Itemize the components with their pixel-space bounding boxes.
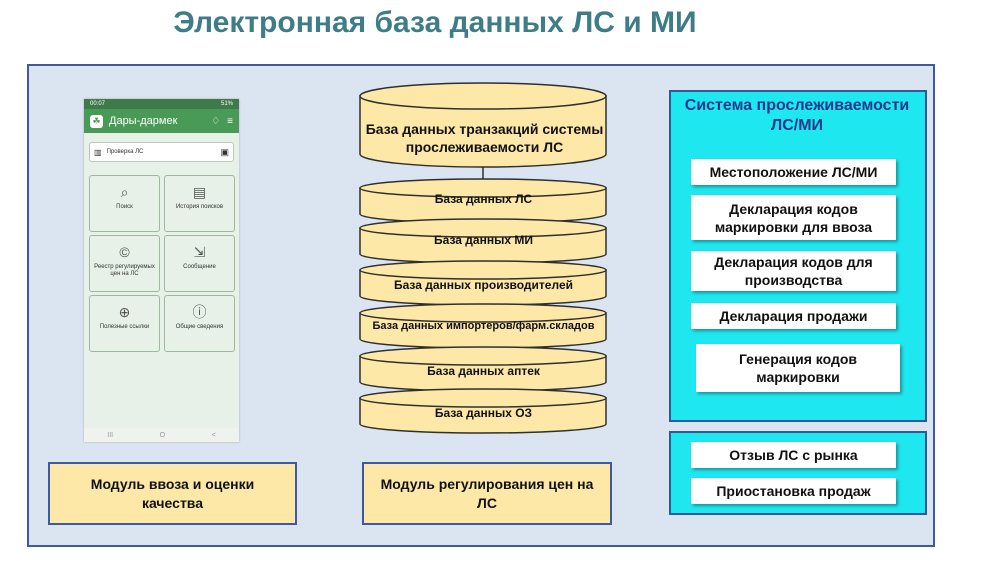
import-module-label: Модуль ввоза и оценки качества	[90, 475, 255, 511]
app-content: ▥ Проверка ЛС ▣ ⌕ Поиск ▤ История поисков © Р…	[84, 133, 239, 428]
database-layer-label: База данных аптек	[427, 364, 540, 378]
import-quality-module: Модуль ввоза и оценки качества	[48, 462, 297, 525]
status-time: 00:07	[90, 101, 106, 107]
check-ls-label: Проверка ЛС	[106, 149, 144, 155]
check-ls-field[interactable]: ▥ Проверка ЛС ▣	[89, 142, 234, 162]
database-layer-3	[359, 260, 607, 306]
database-layer-6-top	[359, 388, 607, 408]
code-generation-box: Генерация кодов маркировки	[696, 344, 900, 392]
status-battery: 51%	[220, 101, 233, 107]
app-tile-3[interactable]: © Реестр регулируемых цен на ЛС	[89, 235, 160, 292]
location-box: Местоположение ЛС/МИ	[691, 159, 896, 185]
tile-label: Реестр регулируемых цен на ЛС	[94, 264, 155, 277]
database-layer-4	[359, 303, 607, 349]
transactions-database-cylinder-top	[359, 82, 607, 110]
tile-label: Общие сведения	[175, 324, 224, 330]
database-layer-label: База данных производителей	[393, 278, 573, 292]
transactions-database-cylinder	[359, 82, 607, 168]
app-tile-1[interactable]: ⌕ Поиск	[89, 175, 160, 232]
price-module-label: Модуль регулирования цен на ЛС	[380, 475, 594, 511]
database-layer-2	[359, 218, 607, 264]
transactions-database-label: База данных транзакций системы прослежив…	[365, 121, 604, 155]
tile-label: Сообщение	[183, 264, 216, 270]
database-layer-5	[359, 346, 607, 392]
import-codes-declaration-box: Декларация кодов маркировки для ввоза	[691, 195, 896, 240]
bell-icon[interactable]: ♢	[211, 115, 221, 127]
phone-status-bar: 00:07 51%	[84, 99, 239, 109]
mobile-app-screenshot: 00:07 51% ☘ Дары-дармек ♢ ≡ ▥ Проверка Л…	[84, 99, 239, 442]
message-icon: ⇲	[193, 244, 206, 260]
phone-nav-bar: III O <	[84, 428, 239, 442]
info-icon: ⓘ	[192, 304, 207, 320]
barcode-icon: ▥	[94, 147, 102, 157]
database-layer-6	[359, 388, 607, 434]
suspend-sales-box: Приостановка продаж	[691, 478, 896, 504]
page-title: Электронная база данных ЛС и МИ	[173, 6, 697, 39]
sales-declaration-box: Декларация продажи	[691, 303, 896, 329]
app-logo-icon: ☘	[90, 114, 103, 128]
database-layer-label: База данных МИ	[434, 233, 533, 247]
app-tile-5[interactable]: ⊕ Полезные ссылки	[89, 295, 160, 352]
tracking-system-title: Система прослеживаемости ЛС/МИ	[684, 97, 910, 134]
tile-label: Полезные ссылки	[99, 324, 150, 330]
app-tile-4[interactable]: ⇲ Сообщение	[164, 235, 235, 292]
app-tile-2[interactable]: ▤ История поисков	[164, 175, 235, 232]
app-bar: ☘ Дары-дармек ♢ ≡	[84, 109, 239, 133]
production-codes-declaration-box: Декларация кодов для производства	[691, 251, 896, 291]
qr-scan-icon[interactable]: ▣	[220, 146, 229, 157]
price-regulation-module: Модуль регулирования цен на ЛС	[362, 462, 612, 525]
database-layer-label: База данных ЛС	[434, 192, 533, 206]
tile-label: Поиск	[116, 204, 133, 210]
globe-icon: ⊕	[118, 304, 131, 320]
nav-back-icon[interactable]: <	[211, 431, 216, 439]
tile-label: История поисков	[175, 204, 224, 210]
database-layer-5-top	[359, 346, 607, 366]
database-layer-label: База данных ОЗ	[434, 406, 533, 420]
database-layer-1-top	[359, 178, 607, 198]
transactions-database-cylinder-body	[359, 95, 607, 168]
database-layer-1	[359, 178, 607, 224]
history-icon: ▤	[192, 184, 207, 200]
nav-home-icon[interactable]: O	[159, 431, 166, 439]
database-layer-label: База данных импортеров/фарм.складов	[372, 320, 595, 332]
app-name: Дары-дармек	[109, 115, 178, 127]
registry-icon: ©	[119, 244, 130, 260]
database-layer-6-body	[359, 397, 607, 434]
database-layer-3-top	[359, 260, 607, 280]
search-icon: ⌕	[120, 184, 129, 200]
nav-recent-icon[interactable]: III	[107, 431, 114, 439]
market-recall-box: Отзыв ЛС с рынка	[691, 442, 896, 468]
database-layer-4-top	[359, 303, 607, 323]
database-layer-2-top	[359, 218, 607, 238]
menu-icon[interactable]: ≡	[227, 115, 233, 127]
